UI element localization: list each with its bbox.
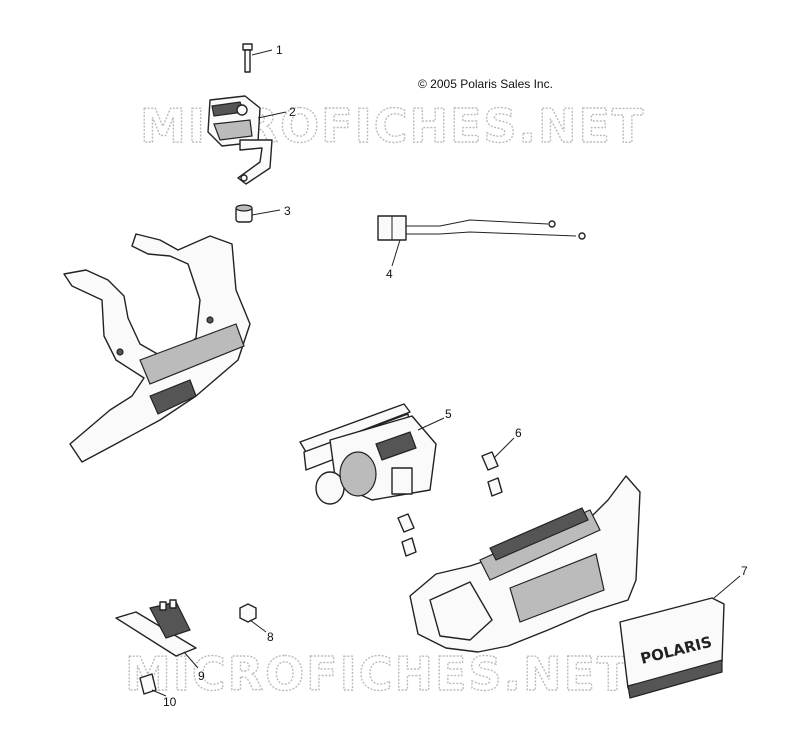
front-bumper: [409, 475, 641, 653]
callout-1: 1: [276, 43, 283, 57]
part-6-screws: [397, 437, 515, 557]
part-7-license-plate: POLARIS: [619, 575, 741, 699]
callout-6: 6: [515, 426, 522, 440]
callout-2: 2: [289, 105, 296, 119]
part-4-wire-harness: [377, 215, 586, 267]
watermark-bottom: MICROFICHES.NET: [125, 647, 630, 701]
callout-8: 8: [267, 630, 274, 644]
part-8-nut: [239, 603, 267, 633]
callout-7: 7: [741, 564, 748, 578]
part-1-bolt: [242, 43, 273, 73]
callout-4: 4: [386, 267, 393, 281]
part-10-push-rivet: [139, 673, 167, 697]
callout-5: 5: [445, 407, 452, 421]
front-frame: [63, 233, 251, 463]
part-2-mount-bracket: [207, 95, 287, 185]
callout-9: 9: [198, 669, 205, 683]
copyright-text: © 2005 Polaris Sales Inc.: [418, 77, 553, 91]
part-9-relay-plate: [115, 599, 199, 669]
part-3-spacer: [235, 204, 281, 223]
callout-3: 3: [284, 204, 291, 218]
callout-10: 10: [163, 695, 177, 709]
part-5-winch: [299, 403, 445, 505]
